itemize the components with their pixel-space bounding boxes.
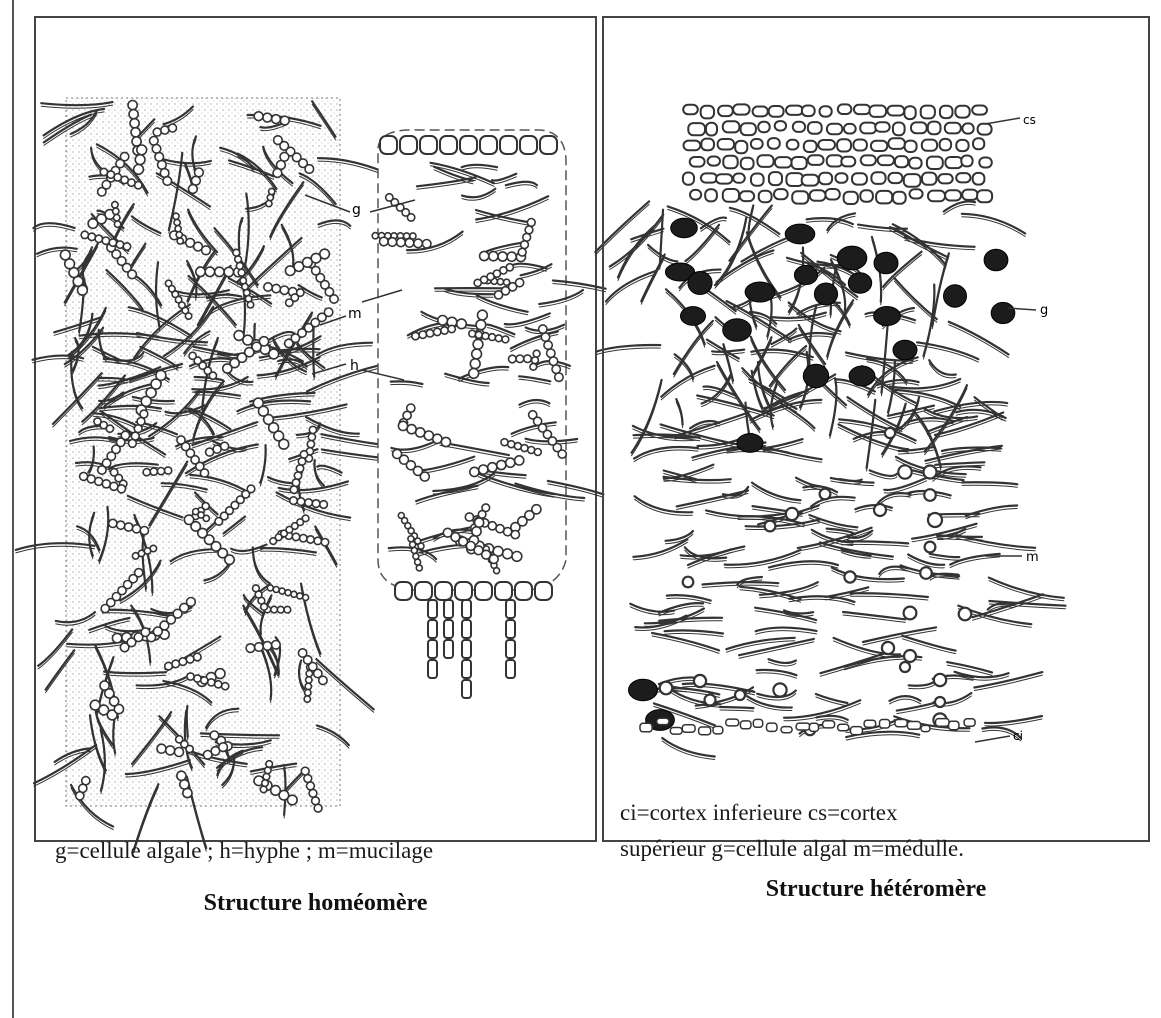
label-m-left: m — [348, 306, 362, 322]
homeomere-lobe-section — [372, 130, 605, 698]
homeomere-legend-text: g=cellule algale ; h=hyphe ; m=mucilage — [55, 833, 615, 869]
homeomere-thallus-section — [16, 98, 397, 853]
heteromere-title: Structure hétéromère — [602, 876, 1150, 903]
heteromere-legend-line2: supérieur g=cellule algal m=médulle. — [620, 831, 1160, 867]
heteromere-legend: ci=cortex inferieure cs=cortex supérieur… — [620, 795, 1160, 867]
heteromere-title-text: Structure hétéromère — [766, 876, 987, 902]
heteromere-legend-line1: ci=cortex inferieure cs=cortex — [620, 795, 1160, 831]
homeomere-title-text: Structure homéomère — [204, 890, 428, 916]
homeomere-title: Structure homéomère — [34, 890, 597, 917]
homeomere-legend: g=cellule algale ; h=hyphe ; m=mucilage — [55, 833, 615, 869]
label-h-left: h — [350, 358, 359, 374]
panel-heteromere — [602, 16, 1150, 842]
label-g-left: g — [352, 202, 361, 218]
